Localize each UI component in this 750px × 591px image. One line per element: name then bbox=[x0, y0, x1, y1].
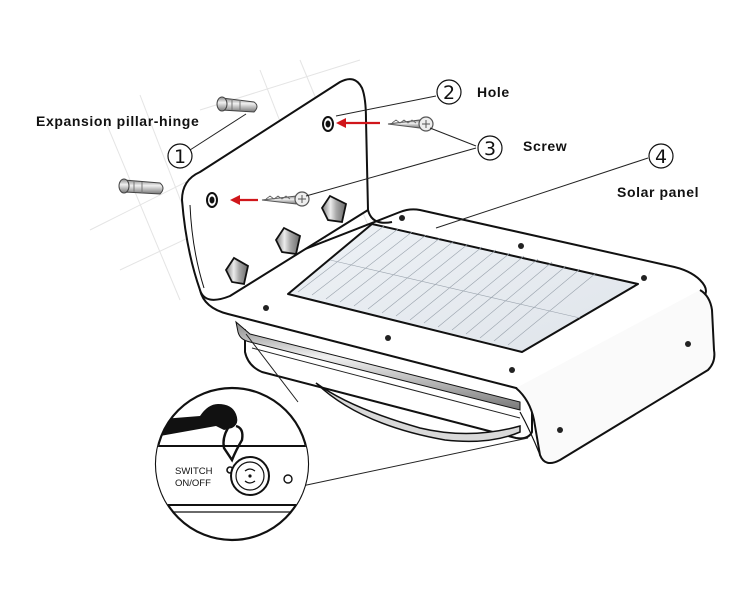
mounting-hole-side bbox=[557, 427, 563, 433]
expansion-pillar-upper bbox=[216, 96, 258, 113]
solar-panel bbox=[263, 215, 647, 373]
expansion-pillar-lower bbox=[118, 178, 164, 195]
callout-2: 2 bbox=[436, 79, 462, 105]
light-housing bbox=[235, 320, 533, 443]
indicator-led-icon bbox=[283, 474, 293, 484]
label-hole: Hole bbox=[477, 84, 510, 100]
svg-text:4: 4 bbox=[655, 146, 667, 168]
screw-lower bbox=[261, 191, 310, 207]
zoom-connector bbox=[245, 333, 529, 487]
callout-3: 3 bbox=[477, 135, 503, 161]
svg-text:3: 3 bbox=[484, 138, 496, 160]
svg-text:1: 1 bbox=[174, 146, 186, 168]
mounting-hole-side bbox=[685, 341, 691, 347]
label-solar-panel: Solar panel bbox=[617, 184, 699, 200]
solar-cells bbox=[297, 225, 597, 346]
callout-4: 4 bbox=[648, 143, 674, 169]
bracket-back-plate bbox=[181, 78, 393, 301]
insert-arrow-lower bbox=[230, 195, 258, 205]
leader-lines bbox=[189, 95, 649, 229]
label-expansion-pillar-hinge: Expansion pillar-hinge bbox=[36, 113, 199, 129]
switch-detail-zoom: SWITCH ON/OFF bbox=[154, 386, 310, 542]
screw-upper bbox=[387, 116, 434, 132]
svg-text:2: 2 bbox=[443, 82, 455, 104]
switch-label-line1: SWITCH bbox=[175, 466, 213, 477]
callout-1: 1 bbox=[167, 143, 193, 169]
insert-arrow-upper bbox=[336, 118, 380, 128]
label-screw: Screw bbox=[523, 138, 567, 154]
hand-icon bbox=[156, 404, 238, 436]
switch-label-line2: ON/OFF bbox=[175, 478, 211, 489]
bracket-slots bbox=[224, 194, 348, 286]
